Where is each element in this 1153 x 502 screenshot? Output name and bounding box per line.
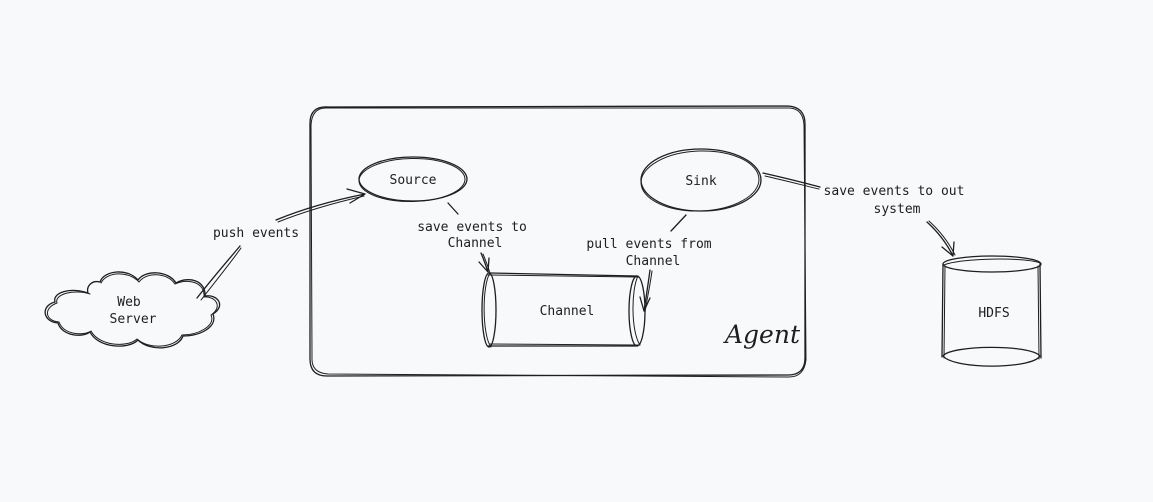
save-to-channel-label-line2: Channel [448, 236, 503, 251]
save-to-channel-label-line1: save events to [417, 220, 527, 235]
push-events-label: push events [213, 226, 299, 241]
pull-from-channel-label-line2: Channel [626, 254, 681, 269]
web-server-label-line2: Server [110, 312, 157, 327]
web-server-cloud [44, 271, 221, 349]
sink-label: Sink [685, 174, 716, 189]
channel-label: Channel [540, 304, 595, 319]
agent-label: Agent [723, 320, 801, 349]
save-to-channel-arrow [447, 202, 491, 274]
source-label: Source [390, 173, 437, 188]
hdfs-label: HDFS [978, 306, 1009, 321]
agent-box [309, 105, 807, 378]
hdfs-cylinder [941, 255, 1042, 367]
pull-from-channel-label-line1: pull events from [586, 237, 711, 252]
save-to-out-label-line2: system [874, 202, 921, 217]
save-to-out-label-line1: save events to out [824, 184, 965, 199]
pull-from-channel-arrow [639, 214, 687, 313]
channel-cylinder [481, 272, 646, 348]
save-to-out-arrow [762, 172, 956, 257]
push-events-arrow [196, 188, 366, 301]
sink-node [640, 148, 762, 212]
web-server-label-line1: Web [117, 295, 141, 310]
source-node [358, 156, 468, 203]
